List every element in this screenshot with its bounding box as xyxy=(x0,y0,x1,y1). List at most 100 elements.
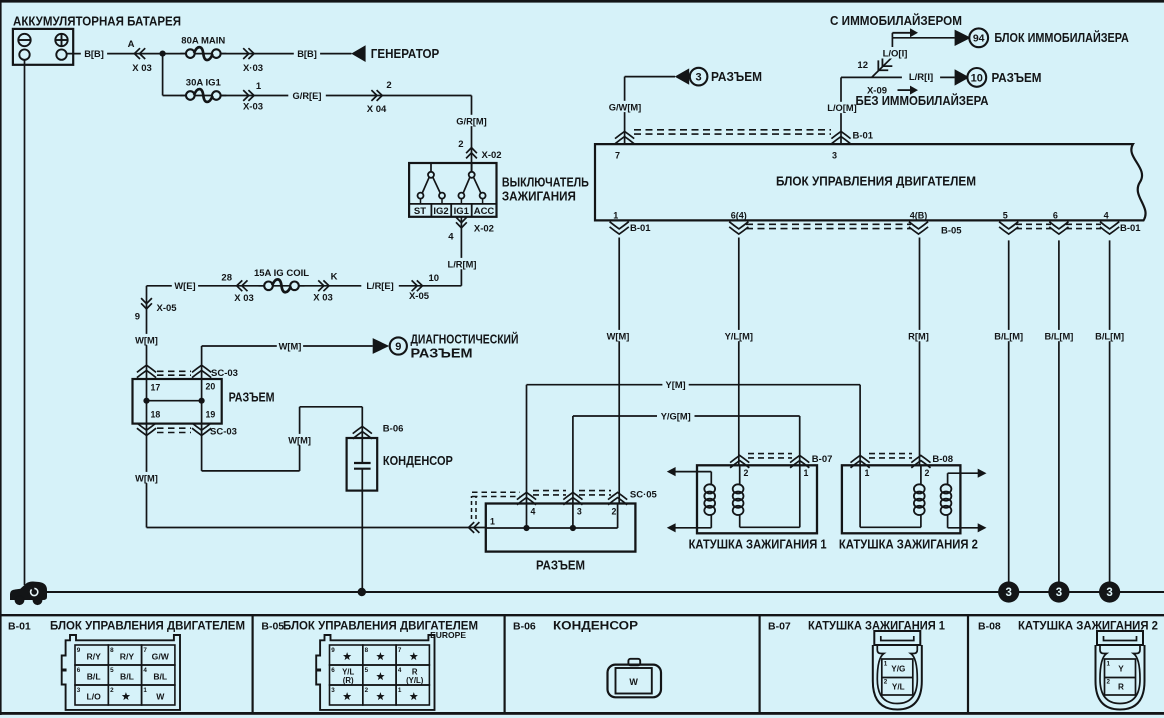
svg-text:3: 3 xyxy=(832,151,837,161)
svg-text:IG2: IG2 xyxy=(433,206,448,217)
svg-text:1: 1 xyxy=(884,660,888,667)
svg-text:2: 2 xyxy=(744,468,749,478)
svg-text:SC·05: SC·05 xyxy=(630,490,658,501)
svg-text:B/L: B/L xyxy=(120,671,134,681)
svg-text:B-06: B-06 xyxy=(513,621,536,633)
svg-text:SC-03: SC-03 xyxy=(210,426,237,437)
svg-text:2: 2 xyxy=(365,687,369,694)
svg-text:R: R xyxy=(1118,683,1124,692)
svg-text:6: 6 xyxy=(77,667,81,674)
svg-text:B/L: B/L xyxy=(153,671,167,681)
svg-text:W[M]: W[M] xyxy=(135,335,158,345)
svg-text:5: 5 xyxy=(365,667,369,674)
svg-text:X 03: X 03 xyxy=(313,293,333,304)
svg-text:6(4): 6(4) xyxy=(731,211,747,221)
svg-text:1: 1 xyxy=(1107,660,1111,667)
svg-text:R/Y: R/Y xyxy=(120,651,135,661)
svg-text:Y: Y xyxy=(1118,665,1124,674)
svg-text:5: 5 xyxy=(1003,211,1008,221)
svg-text:G/R[M]: G/R[M] xyxy=(456,116,486,126)
svg-text:L/O: L/O xyxy=(86,691,101,701)
svg-text:B/L[M]: B/L[M] xyxy=(1095,331,1124,341)
svg-text:12: 12 xyxy=(857,60,868,71)
svg-text:10: 10 xyxy=(971,72,983,84)
svg-text:9: 9 xyxy=(135,312,140,323)
svg-text:B-06: B-06 xyxy=(383,423,404,434)
svg-text:ЗАЖИГАНИЯ: ЗАЖИГАНИЯ xyxy=(502,189,576,204)
svg-text:(R): (R) xyxy=(343,676,354,685)
svg-text:W: W xyxy=(629,677,638,687)
svg-text:30A IG1: 30A IG1 xyxy=(186,78,222,89)
svg-text:B-01: B-01 xyxy=(8,621,31,633)
svg-text:X-05: X-05 xyxy=(157,303,178,314)
svg-text:B-07: B-07 xyxy=(812,454,833,465)
svg-text:L/R[M]: L/R[M] xyxy=(448,259,477,269)
svg-text:G/W[M]: G/W[M] xyxy=(609,102,642,112)
svg-text:X 03: X 03 xyxy=(234,293,254,304)
svg-text:Y/G: Y/G xyxy=(891,665,905,674)
svg-text:W[M]: W[M] xyxy=(279,341,302,351)
svg-text:3: 3 xyxy=(1005,587,1011,599)
svg-text:B/L: B/L xyxy=(87,671,101,681)
svg-text:РАЗЪЕМ: РАЗЪЕМ xyxy=(411,346,473,361)
svg-text:80A MAIN: 80A MAIN xyxy=(181,36,225,47)
svg-text:B-07: B-07 xyxy=(768,621,791,633)
svg-text:ВЫКЛЮЧАТЕЛЬ: ВЫКЛЮЧАТЕЛЬ xyxy=(502,174,589,189)
svg-text:2: 2 xyxy=(386,80,391,91)
svg-text:B/L[M]: B/L[M] xyxy=(1044,331,1073,341)
svg-text:B-01: B-01 xyxy=(853,131,874,142)
svg-text:B-01: B-01 xyxy=(630,223,651,234)
svg-text:W[M]: W[M] xyxy=(135,473,158,483)
svg-text:РАЗЪЕМ: РАЗЪЕМ xyxy=(536,557,585,572)
svg-text:2: 2 xyxy=(884,679,888,686)
svg-text:L/O[I]: L/O[I] xyxy=(883,49,908,60)
svg-text:4: 4 xyxy=(398,667,402,674)
svg-text:4: 4 xyxy=(531,507,536,517)
svg-text:9: 9 xyxy=(331,647,335,654)
svg-text:SC-03: SC-03 xyxy=(211,368,238,379)
svg-text:3: 3 xyxy=(1106,587,1112,599)
svg-text:1: 1 xyxy=(398,687,402,694)
svg-text:X-03: X-03 xyxy=(243,102,263,113)
svg-text:БЕЗ ИММОБИЛАЙЗЕРА: БЕЗ ИММОБИЛАЙЗЕРА xyxy=(856,93,990,108)
svg-text:1: 1 xyxy=(490,517,495,527)
svg-text:B-05: B-05 xyxy=(941,226,962,237)
svg-text:2: 2 xyxy=(110,687,114,694)
svg-text:W[E]: W[E] xyxy=(174,281,195,291)
svg-text:7: 7 xyxy=(398,647,402,654)
svg-text:19: 19 xyxy=(206,410,216,420)
svg-text:ACC: ACC xyxy=(474,206,495,217)
svg-text:L/O[M]: L/O[M] xyxy=(827,103,856,113)
svg-text:КАТУШКА ЗАЖИГАНИЯ 1: КАТУШКА ЗАЖИГАНИЯ 1 xyxy=(689,537,827,552)
svg-text:K: K xyxy=(331,272,338,283)
svg-text:1: 1 xyxy=(256,81,262,92)
svg-text:ST: ST xyxy=(414,206,426,217)
svg-text:2: 2 xyxy=(1107,679,1111,686)
svg-text:РАЗЪЕМ: РАЗЪЕМ xyxy=(711,69,762,84)
svg-text:20: 20 xyxy=(206,382,216,392)
svg-text:X-09: X-09 xyxy=(867,86,887,97)
svg-text:2: 2 xyxy=(458,139,463,150)
svg-text:8: 8 xyxy=(365,647,369,654)
svg-text:ДИАГНОСТИЧЕСКИЙ: ДИАГНОСТИЧЕСКИЙ xyxy=(411,331,519,346)
svg-text:15A IG COIL: 15A IG COIL xyxy=(254,268,309,279)
svg-text:2: 2 xyxy=(925,468,930,478)
svg-text:КАТУШКА ЗАЖИГАНИЯ 2: КАТУШКА ЗАЖИГАНИЯ 2 xyxy=(1018,619,1158,633)
svg-text:X-05: X-05 xyxy=(409,291,430,302)
svg-text:B-05: B-05 xyxy=(261,621,284,633)
svg-text:КАТУШКА ЗАЖИГАНИЯ 1: КАТУШКА ЗАЖИГАНИЯ 1 xyxy=(808,619,945,633)
svg-text:Y/L: Y/L xyxy=(342,668,354,677)
svg-text:БЛОК УПРАВЛЕНИЯ ДВИГАТЕЛЕМ: БЛОК УПРАВЛЕНИЯ ДВИГАТЕЛЕМ xyxy=(776,174,976,189)
svg-text:КОНДЕНСОР: КОНДЕНСОР xyxy=(553,619,638,633)
svg-text:4(B): 4(B) xyxy=(910,211,928,221)
svg-text:4: 4 xyxy=(448,232,454,243)
svg-text:W: W xyxy=(156,691,165,701)
svg-text:(Y/L): (Y/L) xyxy=(406,676,424,685)
svg-text:3: 3 xyxy=(77,687,81,694)
svg-text:R/Y: R/Y xyxy=(86,651,101,661)
svg-text:2: 2 xyxy=(612,507,617,517)
svg-text:С ИММОБИЛАЙЗЕРОМ: С ИММОБИЛАЙЗЕРОМ xyxy=(830,13,962,28)
svg-text:6: 6 xyxy=(1053,211,1058,221)
svg-text:4: 4 xyxy=(1104,211,1109,221)
svg-text:РАЗЪЕМ: РАЗЪЕМ xyxy=(992,70,1042,85)
